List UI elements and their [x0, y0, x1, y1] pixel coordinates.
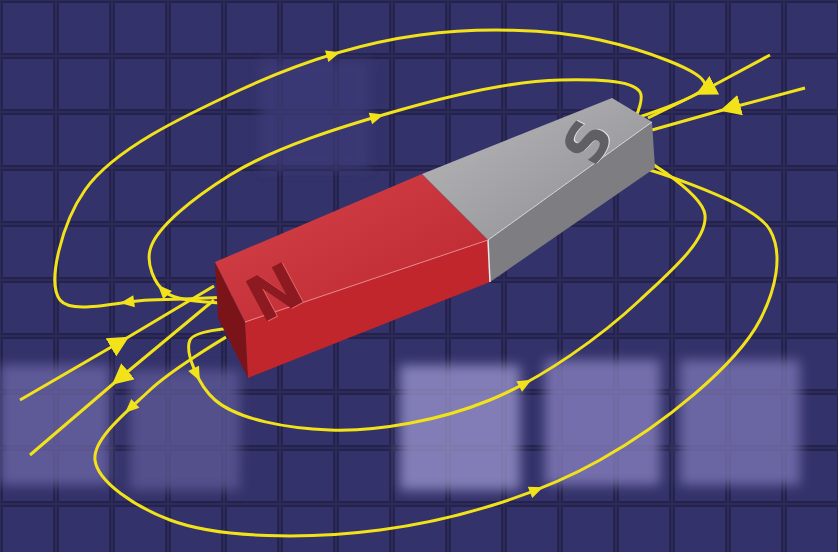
- south-pole: S: [548, 106, 628, 178]
- arrowhead: [528, 482, 545, 498]
- field-loops: [55, 30, 777, 536]
- pole-letter: S: [554, 111, 622, 173]
- light-tiles: [0, 60, 800, 490]
- field-line: [652, 88, 805, 130]
- arrowhead: [154, 281, 172, 299]
- field-line-loop: [95, 164, 777, 536]
- arrowhead: [325, 46, 342, 62]
- arrowhead: [121, 399, 139, 417]
- field-line: [30, 300, 214, 455]
- pole-letter: N: [237, 253, 312, 332]
- arrowhead: [119, 295, 135, 309]
- arrowhead: [369, 109, 386, 124]
- north-pole: N: [232, 248, 317, 337]
- straight-field-lines: [20, 55, 805, 455]
- arrowhead: [516, 374, 534, 391]
- pole-seam: [488, 240, 490, 282]
- arrowhead: [188, 366, 205, 384]
